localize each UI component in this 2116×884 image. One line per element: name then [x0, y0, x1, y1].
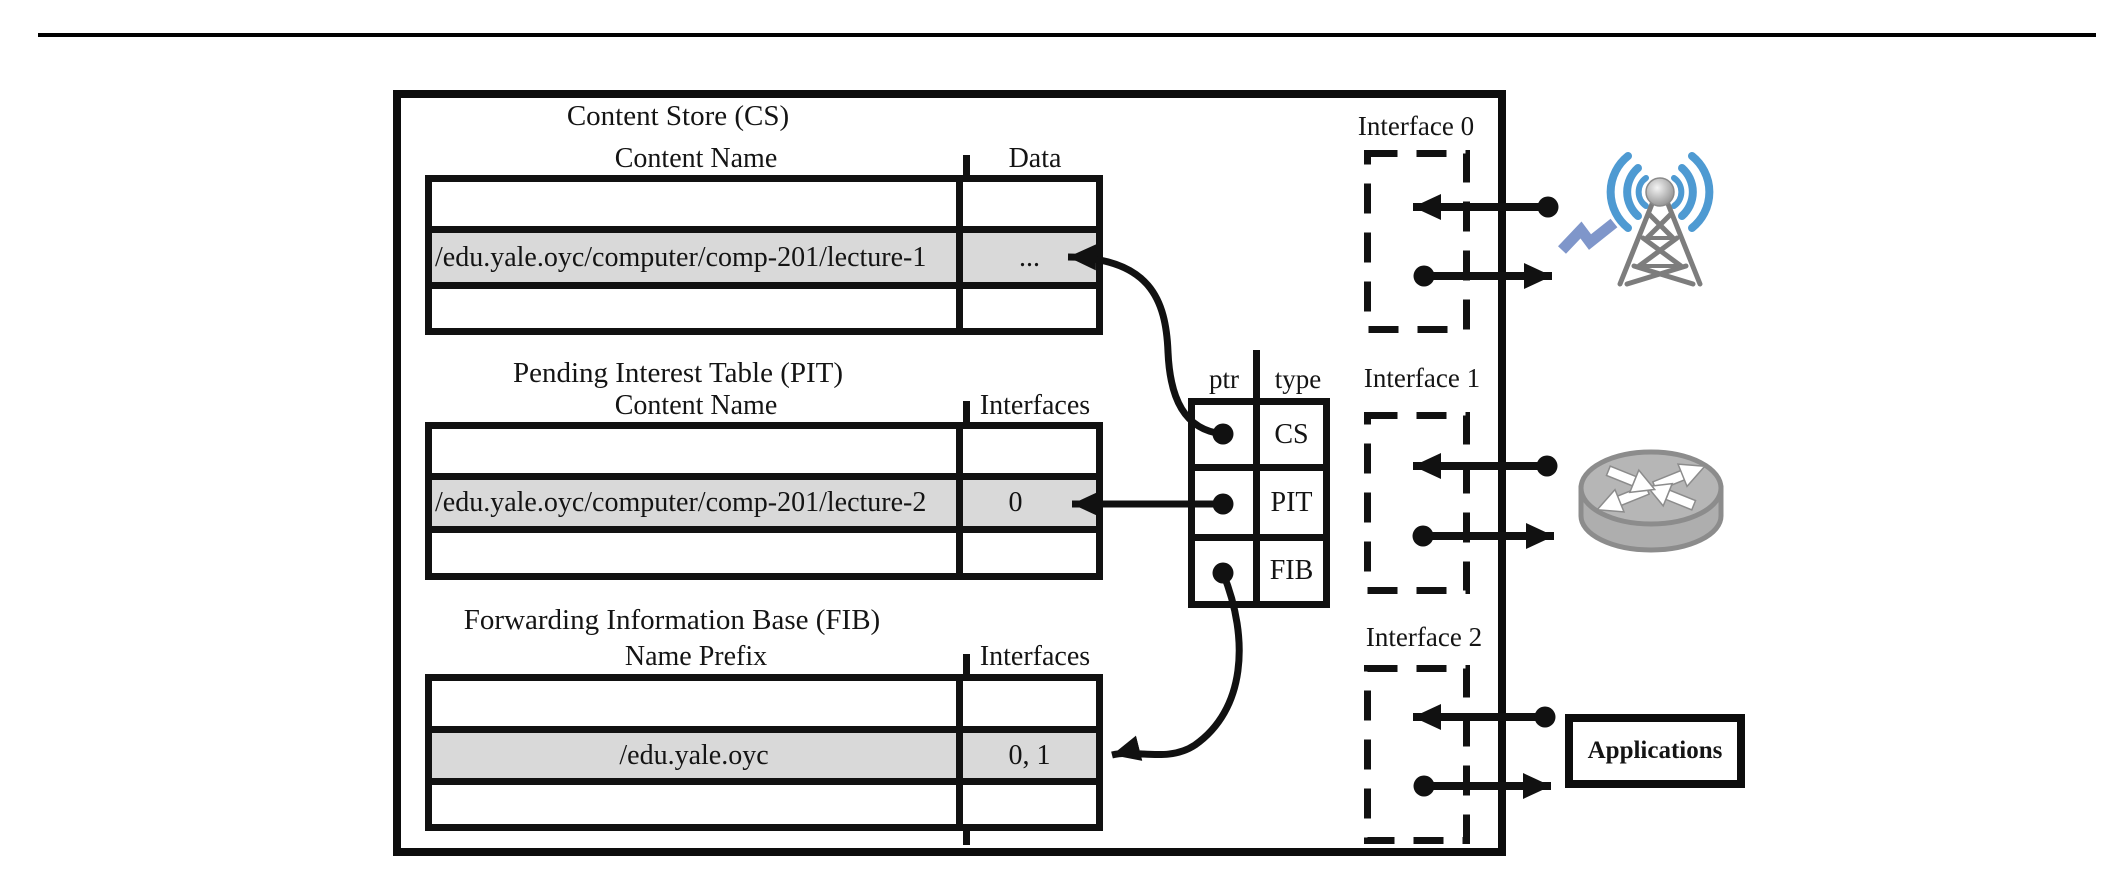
fib-row-entry: /edu.yale.oyc 0, 1 — [432, 726, 1096, 778]
fib-row-empty-1 — [432, 681, 1096, 726]
fib-empty-name-cell-2 — [432, 785, 963, 824]
fib-col-interfaces: Interfaces — [979, 641, 1091, 672]
cs-entry-name: /edu.yale.oyc/computer/comp-201/lecture-… — [432, 233, 963, 282]
index-table: CS PIT FIB — [1188, 398, 1330, 608]
tower-lattice — [1617, 201, 1703, 287]
cs-col-content-name: Content Name — [614, 143, 778, 174]
applications-box: Applications — [1565, 714, 1745, 788]
index-fib-label: FIB — [1269, 555, 1314, 586]
index-row-fib: FIB — [1195, 534, 1323, 601]
radio-tower-icon — [1606, 152, 1714, 287]
interface-0-label: Interface 0 — [1357, 111, 1475, 141]
interface-1-incoming-dot — [1536, 455, 1558, 477]
index-fib-ptr-cell — [1195, 541, 1260, 601]
cs-empty-data-cell — [963, 182, 1096, 226]
applications-label: Applications — [1587, 737, 1723, 764]
index-col-type: type — [1274, 364, 1322, 394]
pit-title: Pending Interest Table (PIT) — [512, 357, 844, 389]
fib-entry-interfaces: 0, 1 — [1008, 739, 1051, 771]
cs-empty-name-cell — [432, 182, 963, 226]
cs-entry-data: ... — [1019, 241, 1040, 273]
pit-divider-tick — [963, 401, 970, 422]
lightning-icon — [1558, 218, 1618, 254]
pit-table: /edu.yale.oyc/computer/comp-201/lecture-… — [425, 422, 1103, 580]
fib-empty-if-cell-2 — [963, 785, 1096, 824]
cs-col-data: Data — [1008, 143, 1062, 174]
radio-waves — [1606, 152, 1714, 232]
cs-divider-tick — [963, 155, 970, 175]
fib-row-empty-2 — [432, 778, 1096, 824]
pit-entry-interfaces: 0 — [1008, 487, 1023, 518]
fib-empty-if-cell — [963, 681, 1096, 726]
cs-empty-data-cell-2 — [963, 289, 1096, 328]
fib-title: Forwarding Information Base (FIB) — [463, 604, 881, 636]
fib-divider-tick-top — [963, 654, 970, 674]
cs-row-empty-2 — [432, 282, 1096, 328]
cs-row-empty-1 — [432, 182, 1096, 226]
index-col-ptr: ptr — [1209, 364, 1239, 394]
cs-table: /edu.yale.oyc/computer/comp-201/lecture-… — [425, 175, 1103, 335]
index-cs-ptr-cell — [1195, 405, 1260, 464]
fib-empty-name-cell — [432, 681, 963, 726]
router-arrows — [1595, 463, 1707, 513]
index-row-pit: PIT — [1195, 464, 1323, 534]
pit-empty-name-cell-2 — [432, 533, 963, 573]
cs-row-entry: /edu.yale.oyc/computer/comp-201/lecture-… — [432, 226, 1096, 282]
interface-0-incoming-dot — [1537, 196, 1559, 218]
pit-empty-if-cell — [963, 429, 1096, 473]
pit-empty-name-cell — [432, 429, 963, 473]
index-pit-ptr-cell — [1195, 471, 1260, 534]
fib-entry-prefix: /edu.yale.oyc — [432, 733, 963, 778]
cs-title: Content Store (CS) — [566, 100, 790, 132]
index-cs-label: CS — [1274, 418, 1309, 450]
pit-row-empty-2 — [432, 526, 1096, 573]
cs-empty-name-cell-2 — [432, 289, 963, 328]
pit-empty-if-cell-2 — [963, 533, 1096, 573]
index-divider-extension — [1253, 350, 1260, 398]
fib-table: /edu.yale.oyc 0, 1 — [425, 674, 1103, 831]
tower-ball — [1645, 177, 1675, 207]
pit-row-empty-1 — [432, 429, 1096, 473]
interface-1-label: Interface 1 — [1363, 363, 1481, 393]
pit-col-interfaces: Interfaces — [979, 390, 1091, 421]
pit-entry-name: /edu.yale.oyc/computer/comp-201/lecture-… — [432, 480, 963, 526]
index-row-cs: CS — [1195, 405, 1323, 464]
index-pit-label: PIT — [1270, 486, 1313, 518]
pit-col-content-name: Content Name — [614, 390, 778, 421]
fib-divider-tick-bottom — [963, 831, 970, 845]
pit-row-entry: /edu.yale.oyc/computer/comp-201/lecture-… — [432, 473, 1096, 526]
interface-2-label: Interface 2 — [1365, 622, 1483, 652]
fib-col-name-prefix: Name Prefix — [624, 641, 768, 672]
router-icon — [1578, 449, 1724, 553]
top-rule — [38, 33, 2096, 37]
interface-2-incoming-dot — [1534, 706, 1556, 728]
